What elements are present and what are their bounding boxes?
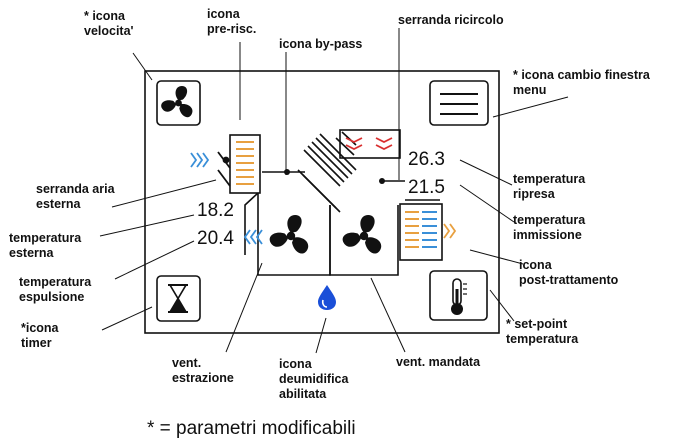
- exhaust-temp-annotation: temperatura espulsione: [19, 275, 92, 304]
- timer-annotation: *icona timer: [21, 321, 59, 350]
- hourglass-icon[interactable]: [156, 275, 201, 322]
- return-temp-reading: 26.3: [408, 149, 445, 170]
- supply-temp-annotation: temperatura immissione: [513, 213, 586, 242]
- recirculation-annotation: serranda ricircolo: [398, 13, 504, 27]
- heat-exchanger: [297, 131, 357, 213]
- outside-air-chevrons: [190, 152, 210, 168]
- dehumidify-annotation: icona deumidifica abilitata: [279, 357, 349, 401]
- hamburger-menu-icon[interactable]: [429, 80, 489, 126]
- post-treatment-annotation: icona post-trattamento: [519, 258, 619, 287]
- setpoint-annotation: * set-point temperatura: [506, 317, 579, 346]
- supply-fan-annotation: vent. mandata: [396, 355, 481, 369]
- recirculation-damper: [339, 129, 405, 184]
- fan-speed-annotation: * icona velocita': [84, 9, 134, 38]
- supply-temp-reading: 21.5: [408, 177, 445, 198]
- bypass-damper-icon: [262, 169, 305, 175]
- outside-damper-annotation: serranda aria esterna: [36, 182, 115, 211]
- preheat-annotation: icona pre-risc.: [207, 7, 257, 36]
- supply-fan-icon: [340, 215, 385, 256]
- outside-temp-annotation: temperatura esterna: [9, 231, 82, 260]
- outside-temp-reading: 18.2: [197, 200, 234, 221]
- outside-air-damper: [217, 151, 231, 187]
- menu-annotation: * icona cambio finestra menu: [513, 68, 650, 97]
- extract-fan-icon: [267, 215, 312, 256]
- leader-lines: [99, 28, 569, 354]
- thermometer-icon[interactable]: [429, 270, 488, 321]
- bypass-annotation: icona by-pass: [279, 37, 363, 51]
- preheat-coil-icon: [229, 134, 261, 194]
- exhaust-air-chevrons: [243, 229, 263, 245]
- return-temp-annotation: temperatura ripresa: [513, 172, 586, 201]
- exhaust-temp-reading: 20.4: [197, 228, 234, 249]
- fan-speed-icon[interactable]: [156, 80, 201, 126]
- screen-frame: [144, 70, 500, 334]
- water-drop-icon: [318, 285, 336, 310]
- extract-fan-annotation: vent. estrazione: [172, 356, 234, 385]
- footnote: * = parametri modificabili: [147, 418, 356, 439]
- post-treatment-coil-icon: [399, 203, 457, 261]
